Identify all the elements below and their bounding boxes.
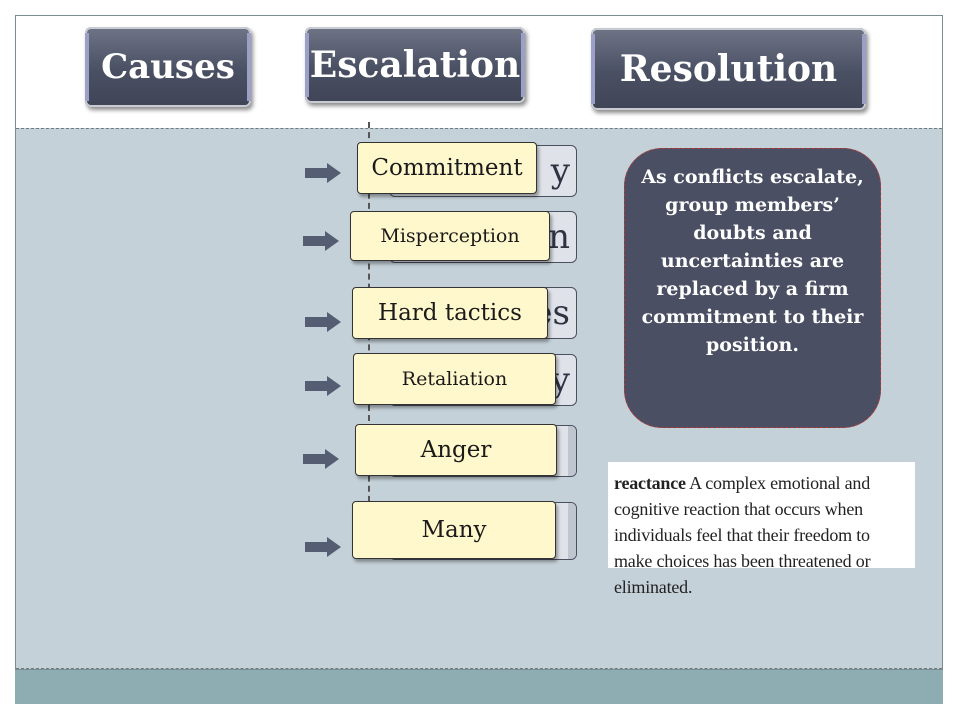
escalation-button[interactable]: Escalation bbox=[305, 27, 525, 103]
button-edge bbox=[521, 33, 525, 97]
definition-text: A complex emotional and cognitive reacti… bbox=[614, 473, 871, 597]
back-box-stripe bbox=[568, 426, 576, 476]
escalation-label: Escalation bbox=[309, 44, 521, 86]
tag-anger[interactable]: Anger bbox=[355, 424, 557, 476]
button-edge bbox=[247, 33, 251, 101]
bottom-bar bbox=[15, 670, 943, 704]
button-edge bbox=[305, 33, 309, 97]
arrow-right-icon bbox=[305, 537, 341, 557]
arrow-right-icon bbox=[305, 376, 341, 396]
tag-label: Retaliation bbox=[401, 368, 508, 390]
tag-many[interactable]: Many bbox=[352, 501, 556, 559]
tag-label: Anger bbox=[420, 437, 492, 463]
tag-label: Commitment bbox=[371, 155, 523, 181]
callout-text: As conflicts escalate, group members’ do… bbox=[641, 166, 864, 356]
reactance-definition: reactance A complex emotional and cognit… bbox=[608, 462, 915, 597]
tag-misperception[interactable]: Misperception bbox=[350, 211, 550, 261]
commitment-callout: As conflicts escalate, group members’ do… bbox=[624, 148, 881, 428]
arrow-right-icon bbox=[305, 163, 341, 183]
resolution-button[interactable]: Resolution bbox=[591, 28, 866, 110]
back-box-text: y bbox=[550, 151, 570, 191]
causes-button[interactable]: Causes bbox=[85, 27, 251, 107]
tag-hard-tactics[interactable]: Hard tactics bbox=[352, 287, 548, 339]
arrow-right-icon bbox=[305, 312, 341, 332]
definition-term: reactance bbox=[614, 473, 686, 493]
button-edge bbox=[591, 34, 595, 104]
tag-retaliation[interactable]: Retaliation bbox=[353, 353, 556, 405]
back-box-text: n bbox=[548, 217, 570, 257]
arrow-right-icon bbox=[303, 231, 339, 251]
tag-commitment[interactable]: Commitment bbox=[357, 142, 537, 194]
arrow-right-icon bbox=[303, 449, 339, 469]
causes-label: Causes bbox=[101, 47, 235, 87]
resolution-label: Resolution bbox=[619, 48, 838, 90]
button-edge bbox=[862, 34, 866, 104]
tag-label: Misperception bbox=[380, 225, 520, 247]
tag-label: Hard tactics bbox=[378, 300, 522, 326]
back-box-stripe bbox=[568, 503, 576, 559]
tag-label: Many bbox=[421, 517, 487, 543]
button-edge bbox=[85, 33, 89, 101]
